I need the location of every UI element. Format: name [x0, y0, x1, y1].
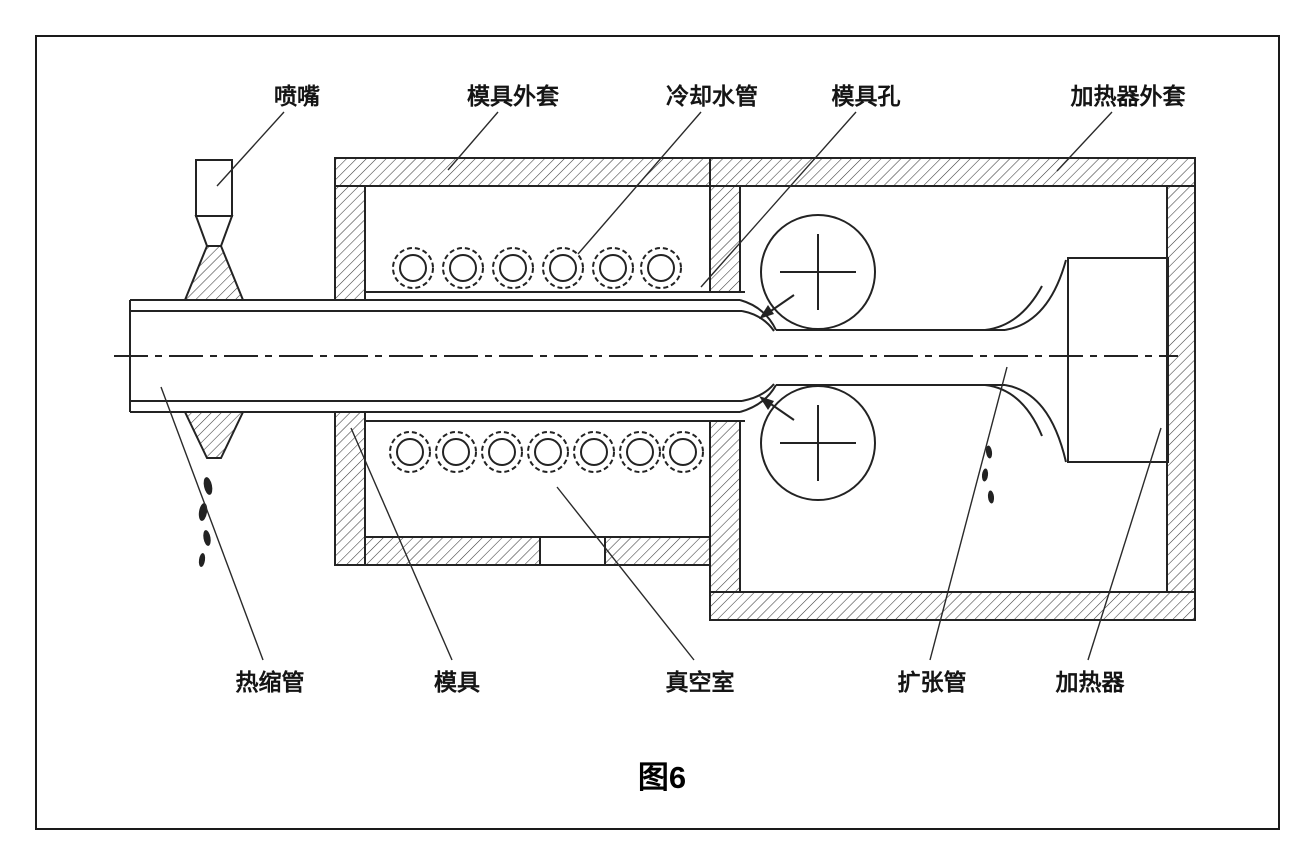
- nozzle-body: [195, 159, 233, 217]
- heater-sleeve-right-wall: [1166, 185, 1196, 593]
- leader-heater: [1087, 427, 1162, 661]
- leader-mold-sleeve: [447, 111, 499, 171]
- mold-bore: [365, 291, 745, 422]
- label-shrink-tube: 热缩管: [236, 669, 305, 695]
- leader-cooling-pipe: [577, 111, 702, 255]
- labels: 喷嘴 模具外套 冷却水管 模具孔 加热器外套 热缩管 模具 真空室 扩张管 加热…: [236, 83, 1186, 695]
- mold-sleeve-bottom-port: [539, 536, 606, 566]
- nozzle-cone-lower: [183, 411, 245, 459]
- expansion-flare: [984, 259, 1067, 463]
- label-nozzle: 喷嘴: [274, 83, 320, 109]
- drawn-tube: [776, 329, 1005, 386]
- label-expansion-tube: 扩张管: [898, 669, 967, 695]
- label-mold-hole: 模具孔: [832, 83, 901, 109]
- mold-sleeve-left-wall-lower: [334, 411, 366, 566]
- leader-expansion-tube: [929, 366, 1008, 661]
- machine-diagram: [114, 157, 1196, 621]
- label-heater: 加热器: [1055, 669, 1126, 695]
- label-mold-sleeve: 模具外套: [467, 83, 559, 109]
- mold-sleeve-bottom-wall-right: [604, 536, 711, 566]
- figure-border: [35, 35, 1280, 830]
- label-vacuum-chamber: 真空室: [666, 669, 735, 695]
- mold-outer-sleeve: [334, 157, 711, 566]
- cooling-pipes-top: [392, 247, 682, 289]
- divider-wall-upper: [709, 185, 741, 293]
- water-droplets: [198, 477, 213, 567]
- cooling-pipes-bottom: [389, 431, 704, 473]
- heater-sleeve-top-wall: [709, 157, 1196, 187]
- condensate-droplets: [981, 445, 995, 504]
- leader-nozzle: [216, 111, 285, 187]
- nozzle-cone-upper: [183, 245, 245, 301]
- figure-caption: 图6: [638, 760, 686, 795]
- heater-block: [1067, 257, 1169, 463]
- mold-sleeve-top-wall: [334, 157, 711, 187]
- divider-wall-lower: [709, 420, 741, 593]
- label-cooling-pipe: 冷却水管: [666, 83, 758, 109]
- leader-mold: [350, 427, 453, 661]
- leader-heater-sleeve: [1056, 111, 1113, 172]
- leader-vacuum-chamber: [556, 486, 695, 661]
- leader-mold-hole: [700, 111, 857, 288]
- leader-shrink-tube: [160, 386, 264, 661]
- mold-sleeve-left-wall-upper: [334, 185, 366, 301]
- nozzle: [183, 159, 245, 459]
- heater-outer-sleeve: [709, 157, 1196, 621]
- label-mold: 模具: [434, 669, 480, 695]
- leader-lines: [160, 111, 1162, 661]
- heater-sleeve-bottom-wall: [709, 591, 1196, 621]
- roller-top: [760, 214, 876, 330]
- roller-arrows: [759, 294, 795, 421]
- nozzle-neck: [194, 215, 234, 247]
- roller-bottom: [760, 385, 876, 501]
- mold-sleeve-bottom-wall-left: [364, 536, 541, 566]
- label-heater-sleeve: 加热器外套: [1070, 83, 1186, 109]
